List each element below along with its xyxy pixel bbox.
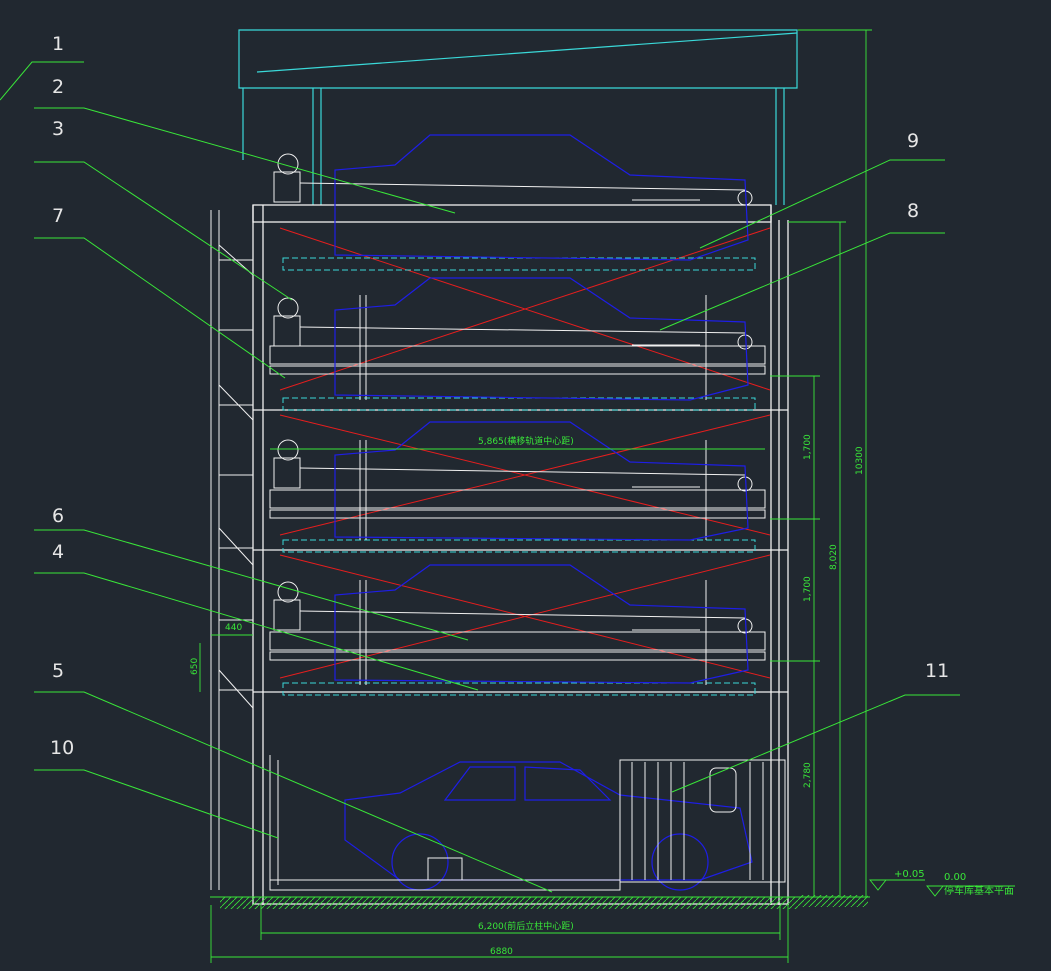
level-platforms [269, 295, 766, 685]
dimension-lines [199, 29, 1015, 963]
elevation-datum-label: 停车库基本平面 [944, 884, 1014, 897]
callout-8: 8 [907, 200, 919, 222]
dim-level-pitch-1: 1,700 [803, 434, 813, 460]
callout-1: 1 [52, 33, 64, 55]
stair-tower [210, 210, 254, 890]
ground [210, 895, 870, 909]
dim-stair-width: 440 [225, 623, 242, 633]
callout-7: 7 [52, 205, 64, 227]
callout-5: 5 [52, 660, 64, 682]
hoists [273, 153, 753, 634]
dim-total-height: 10300 [855, 446, 865, 475]
callout-3: 3 [52, 118, 64, 140]
callout-labels: 1 2 3 4 5 6 7 8 9 10 11 [50, 33, 949, 759]
dim-level-pitch-2: 1,700 [803, 576, 813, 602]
control-cabinet [269, 755, 786, 891]
dimension-texts: 10300 8,020 1,700 1,700 2,780 5,865(横移轨道… [190, 434, 1014, 957]
callout-6: 6 [52, 505, 64, 527]
dim-stair-step: 650 [190, 658, 200, 675]
leaders [0, 61, 960, 893]
callout-2: 2 [52, 76, 64, 98]
callout-10: 10 [50, 737, 74, 759]
dim-total-width: 6880 [490, 947, 513, 957]
cars [334, 134, 753, 891]
callout-4: 4 [52, 541, 64, 563]
canopy [238, 29, 798, 205]
elevation-slab: +0.05 [894, 869, 925, 880]
callout-11: 11 [925, 660, 949, 682]
callout-9: 9 [907, 130, 919, 152]
dim-lift-height: 8,020 [829, 544, 839, 570]
dim-ground-clear: 2,780 [803, 762, 813, 788]
elevation-datum: 0.00 [944, 872, 966, 883]
dim-rail-span: 5,865(横移轨道中心距) [478, 435, 574, 447]
dim-column-span: 6,200(前后立柱中心距) [478, 920, 574, 932]
